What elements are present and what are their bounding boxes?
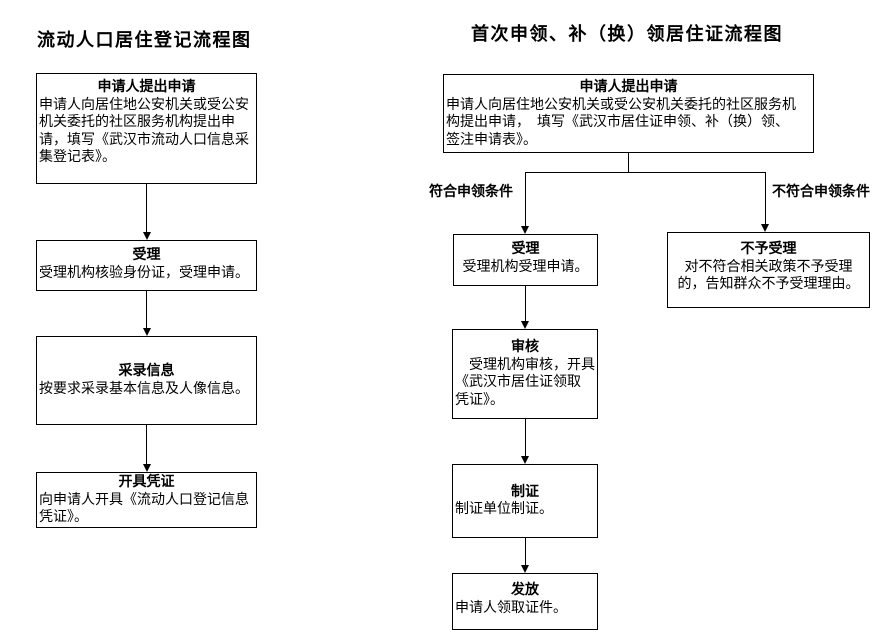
right-arrow-review-produce-line xyxy=(525,419,526,457)
left-box-collect-title: 采录信息 xyxy=(118,364,175,379)
left-box-accept-title: 受理 xyxy=(132,248,161,263)
left-box-voucher-desc: 向申请人开具《流动人口登记信息 凭证》。 xyxy=(39,492,249,526)
right-box-review-desc: 受理机构审核，开具 《武汉市居住证领取 凭证》。 xyxy=(455,357,595,408)
left-box-accept: 受理 受理机构核验身份证，受理申请。 xyxy=(36,240,257,291)
left-arrow-1-head xyxy=(143,232,151,240)
branch-label-eligible: 符合申领条件 xyxy=(429,185,513,200)
right-box-review: 审核 受理机构审核，开具 《武汉市居住证领取 凭证》。 xyxy=(452,329,598,419)
right-arrow-accept-review-line xyxy=(525,286,526,322)
left-arrow-1-line xyxy=(146,184,147,232)
right-box-apply: 申请人提出申请 申请人向居住地公安机关或受公安机关委托的社区服务机 构提出申请，… xyxy=(443,74,814,153)
right-box-produce-desc: 制证单位制证。 xyxy=(455,502,553,517)
left-box-accept-desc: 受理机构核验身份证，受理申请。 xyxy=(39,265,249,281)
branch-no-line xyxy=(765,172,766,225)
right-box-produce: 制证 制证单位制证。 xyxy=(452,464,598,538)
right-arrow-accept-review-head xyxy=(521,321,529,329)
right-box-reject-title: 不予受理 xyxy=(740,242,797,257)
right-box-reject-desc: 对不符合相关政策不予受理 的，告知群众不予受理理由。 xyxy=(677,259,860,293)
branch-horizontal-line xyxy=(525,172,766,173)
right-box-produce-title: 制证 xyxy=(511,484,539,500)
left-box-apply-desc: 申请人向居住地公安机关或受公安 机关委托的社区服务机构提出申 请，填写《武汉市流… xyxy=(39,97,249,166)
right-box-issue: 发放 申请人领取证件。 xyxy=(452,573,598,630)
left-box-apply: 申请人提出申请 申请人向居住地公安机关或受公安 机关委托的社区服务机构提出申 请… xyxy=(36,73,257,184)
right-arrow-produce-issue-line xyxy=(525,538,526,566)
right-box-issue-desc: 申请人领取证件。 xyxy=(455,600,567,616)
branch-yes-line xyxy=(525,172,526,226)
right-box-review-title: 审核 xyxy=(511,340,539,355)
left-box-collect-desc: 按要求采录基本信息及人像信息。 xyxy=(39,381,249,397)
right-box-accept: 受理 受理机构受理申请。 xyxy=(453,234,598,286)
left-chart-title: 流动人口居住登记流程图 xyxy=(37,30,252,50)
branch-label-not-eligible: 不符合申领条件 xyxy=(772,185,870,200)
right-arrow-review-produce-head xyxy=(521,456,529,464)
left-arrow-3-head xyxy=(143,464,151,472)
left-arrow-3-line xyxy=(146,425,147,465)
right-box-accept-desc: 受理机构受理申请。 xyxy=(462,259,589,275)
left-arrow-2-line xyxy=(146,291,147,329)
right-box-issue-title: 发放 xyxy=(511,583,539,598)
left-box-voucher: 开具凭证 向申请人开具《流动人口登记信息 凭证》。 xyxy=(36,472,257,528)
left-box-apply-title: 申请人提出申请 xyxy=(97,80,196,95)
right-chart-title: 首次申领、补（换）领居住证流程图 xyxy=(471,24,783,44)
left-box-voucher-title: 开具凭证 xyxy=(118,475,175,490)
branch-no-arrow-head xyxy=(761,224,769,232)
left-arrow-2-head xyxy=(143,328,151,336)
right-box-accept-title: 受理 xyxy=(511,242,540,257)
right-arrow-produce-issue-head xyxy=(521,565,529,573)
branch-yes-arrow-head xyxy=(521,226,529,234)
left-box-collect: 采录信息 按要求采录基本信息及人像信息。 xyxy=(36,336,257,425)
branch-stub-line xyxy=(628,153,629,173)
right-box-reject: 不予受理 对不符合相关政策不予受理 的，告知群众不予受理理由。 xyxy=(667,232,870,308)
right-box-apply-title: 申请人提出申请 xyxy=(579,80,678,95)
right-box-apply-desc: 申请人向居住地公安机关或受公安机关委托的社区服务机 构提出申请， 填写《武汉市居… xyxy=(446,97,796,148)
